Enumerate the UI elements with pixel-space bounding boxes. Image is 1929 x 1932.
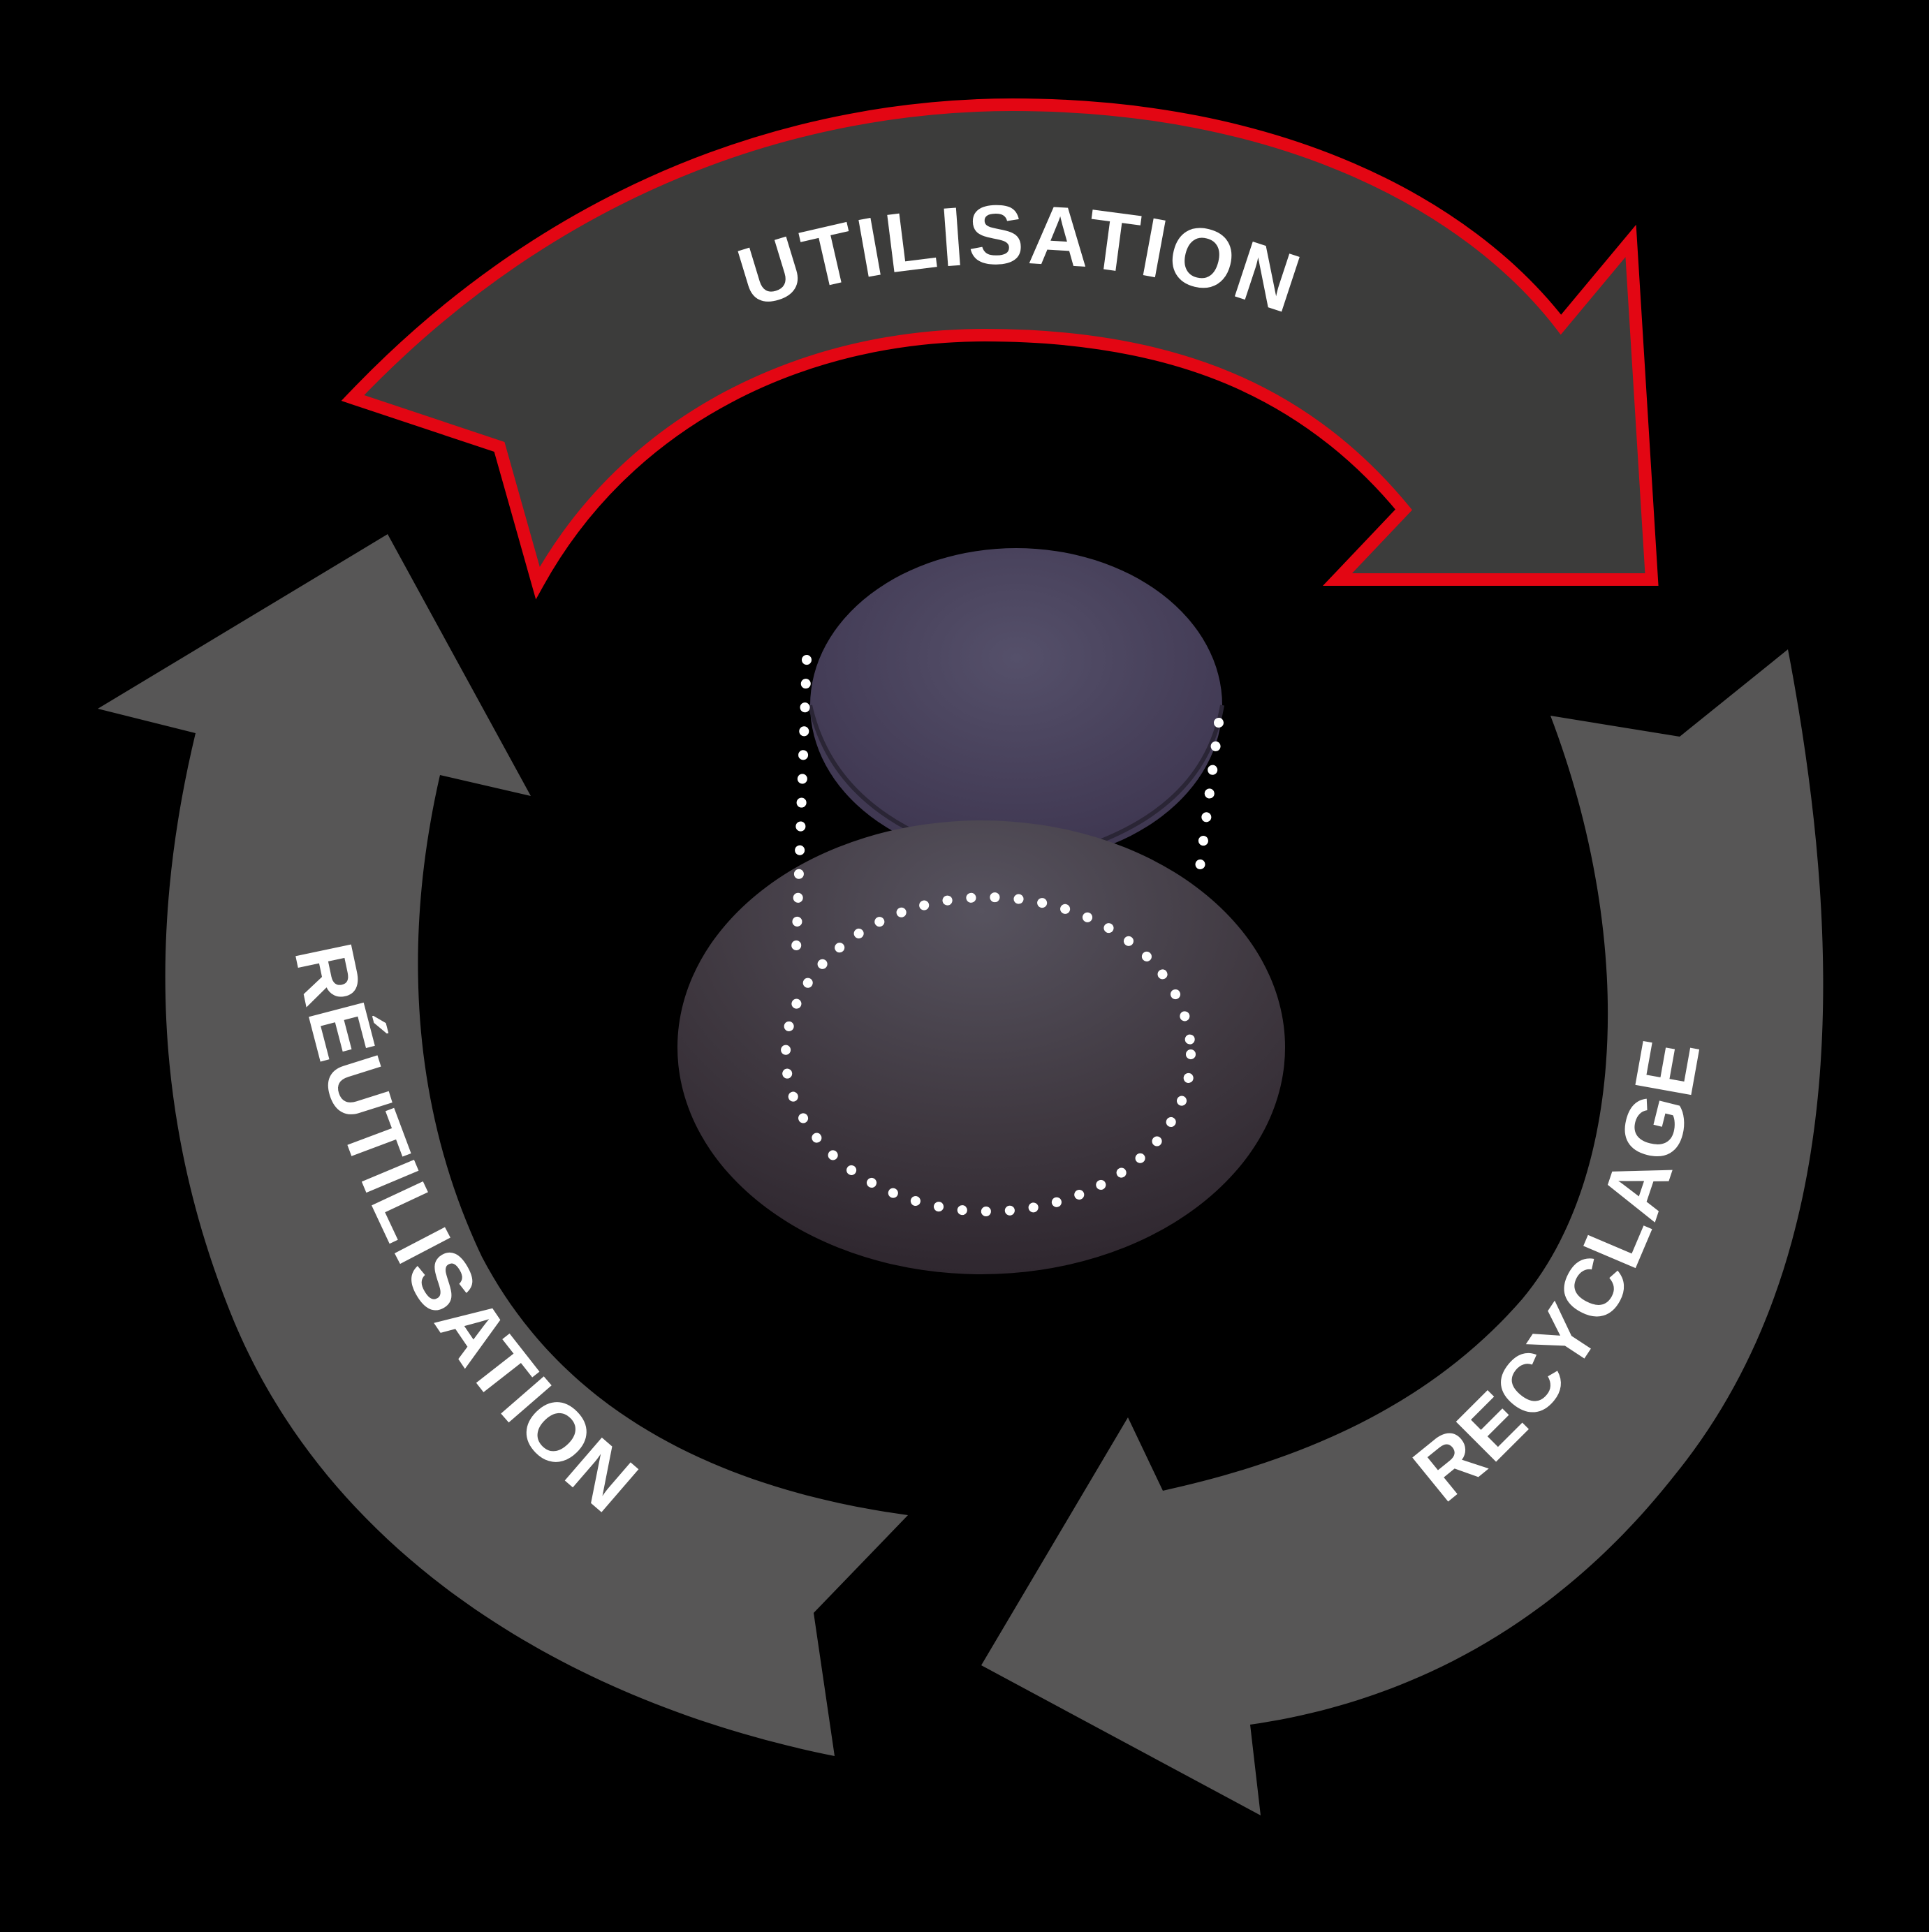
utilisation-arrow: UTILISATION	[341, 98, 1659, 600]
dotted-guide-lines	[781, 655, 1224, 1216]
cut-lens	[810, 548, 1222, 862]
dotted-line-left	[791, 655, 812, 954]
lens-illustration	[677, 548, 1285, 1274]
lens-blank	[677, 820, 1285, 1274]
utilisation-arrow-shape	[341, 98, 1659, 600]
dotted-cut-outline	[781, 892, 1196, 1216]
reutilisation-arrow-shape	[98, 534, 908, 1756]
recyclage-arrow-shape	[981, 649, 1824, 1815]
dotted-line-right	[1193, 718, 1224, 888]
